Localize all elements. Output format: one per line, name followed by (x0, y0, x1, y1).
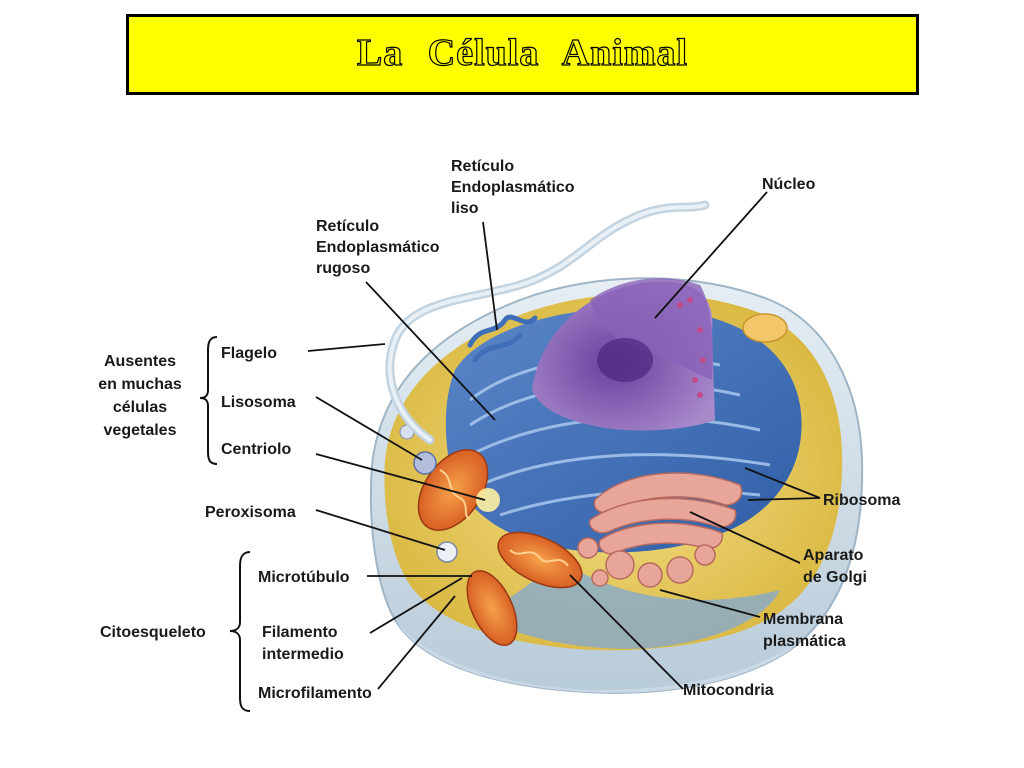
label-ausentes-4: vegetales (104, 422, 177, 439)
label-aparato-1: Aparato (803, 547, 864, 564)
label-ausentes-2: en muchas (98, 376, 182, 393)
label-rer-3: rugoso (316, 260, 370, 277)
label-ausentes-3: células (113, 399, 167, 416)
label-lisosoma: Lisosoma (221, 394, 296, 411)
label-rer-2: Endoplasmático (316, 239, 440, 256)
label-rel-liso-2: Endoplasmático (451, 179, 575, 196)
label-mitocondria: Mitocondria (683, 682, 774, 699)
label-microfilamento: Microfilamento (258, 685, 372, 702)
label-ausentes-1: Ausentes (104, 353, 176, 370)
peroxisome (436, 541, 458, 563)
label-microtubulo: Microtúbulo (258, 569, 350, 586)
nucleolus (597, 338, 653, 382)
label-rel-liso-3: liso (451, 200, 479, 217)
title-banner: La Célula Animal (126, 14, 919, 95)
label-citoesqueleto: Citoesqueleto (100, 624, 206, 641)
label-membrana-2: plasmática (763, 633, 846, 650)
label-membrana-1: Membrana (763, 611, 843, 628)
flagellum-highlight (387, 203, 707, 442)
mitochondria (417, 449, 583, 646)
golgi-apparatus (577, 472, 743, 588)
label-filamento-1: Filamento (262, 624, 338, 641)
lysosome (413, 451, 437, 475)
label-aparato-2: de Golgi (803, 569, 867, 586)
page-title: La Célula Animal (356, 31, 689, 74)
label-ribosoma: Ribosoma (823, 492, 900, 509)
label-nucleo: Núcleo (762, 176, 816, 193)
label-centriolo: Centriolo (221, 441, 291, 458)
label-peroxisoma: Peroxisoma (205, 504, 296, 521)
label-flagelo: Flagelo (221, 345, 277, 362)
vesicle (742, 313, 788, 343)
brace-citoesqueleto (229, 551, 251, 712)
nuclear-pores (677, 297, 706, 398)
centriole (476, 488, 500, 512)
label-rel-liso-1: Retículo (451, 158, 514, 175)
label-rer-1: Retículo (316, 218, 379, 235)
label-filamento-2: intermedio (262, 646, 344, 663)
leader-lines (307, 191, 821, 690)
brace-ausentes (199, 336, 218, 465)
smooth-er (467, 314, 538, 363)
